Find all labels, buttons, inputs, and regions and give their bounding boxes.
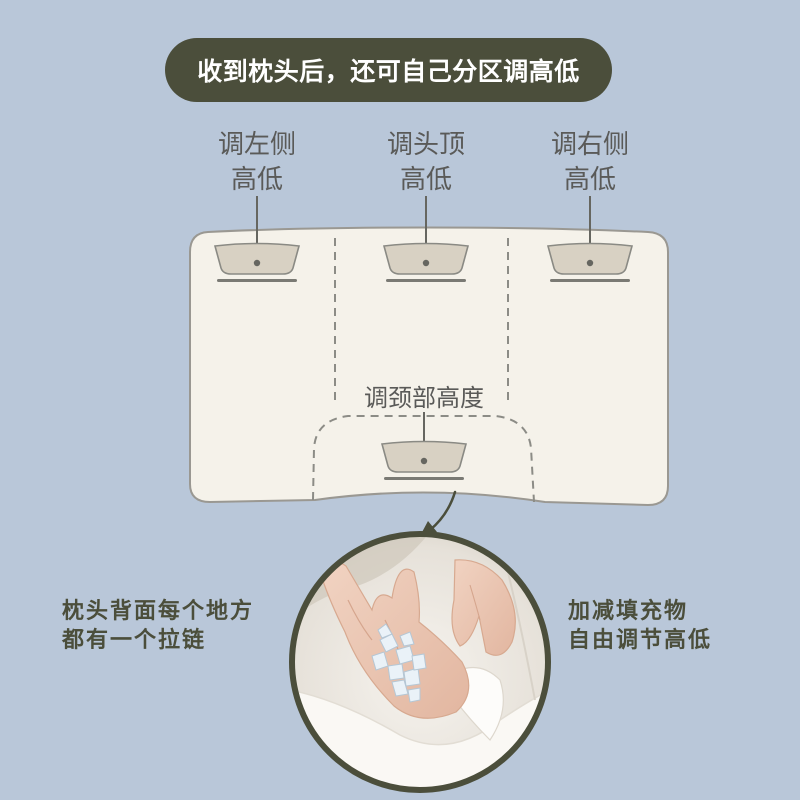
filling-particles [371, 623, 427, 703]
fabric-fold [504, 559, 536, 701]
header-title: 收到枕头后，还可自己分区调高低 [197, 57, 580, 86]
zone-label-left: 调左侧 高低 [197, 128, 317, 198]
zone-label-right-line2: 高低 [563, 165, 616, 195]
zipper-pouch-icon [383, 242, 469, 283]
zone-label-left-line2: 高低 [230, 165, 283, 195]
zone-label-top-line1: 调头顶 [386, 130, 465, 160]
zipper-pouch-icon [547, 242, 633, 283]
arrow-icon [420, 490, 457, 536]
neck-zone-divider [312, 415, 535, 503]
right-hand [451, 559, 516, 656]
caption-left-line2: 都有一个拉链 [62, 628, 207, 653]
zipper-pouch-icon [381, 440, 467, 481]
fabric-sheet [292, 688, 548, 790]
zipper-pouch-icon [214, 242, 300, 283]
zone-label-right-line1: 调右侧 [550, 130, 629, 160]
caption-right-line1: 加减填充物 [568, 599, 689, 624]
photo-frame [289, 531, 551, 793]
caption-left-line1: 枕头背面每个地方 [62, 599, 255, 624]
filling-photo [292, 534, 548, 790]
caption-right: 加减填充物 自由调节高低 [568, 597, 712, 655]
header-banner: 收到枕头后，还可自己分区调高低 [165, 38, 612, 102]
zone-label-right: 调右侧 高低 [530, 128, 650, 198]
pillow-outline [189, 226, 669, 507]
caption-left: 枕头背面每个地方 都有一个拉链 [62, 597, 254, 655]
caption-right-line2: 自由调节高低 [568, 628, 713, 653]
zone-label-top-line2: 高低 [399, 165, 452, 195]
zone-label-top: 调头顶 高低 [366, 128, 486, 198]
zone-label-left-line1: 调左侧 [217, 130, 296, 160]
zone-label-neck: 调颈部高度 [364, 384, 484, 412]
